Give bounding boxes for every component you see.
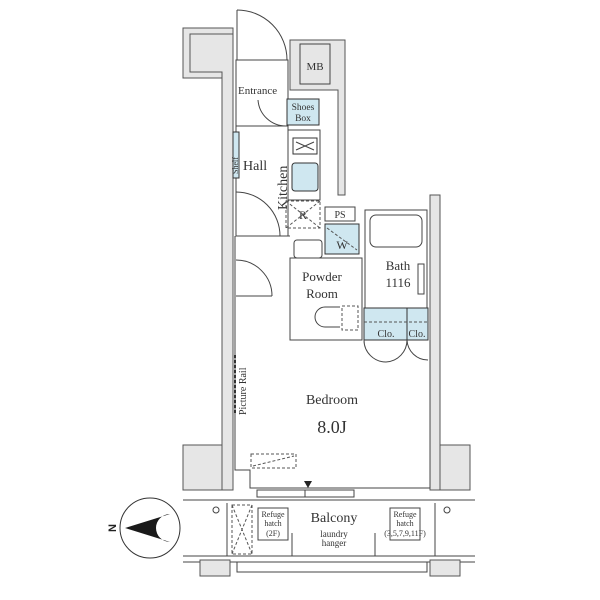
balcony bbox=[183, 499, 475, 577]
refuge-ladder-area bbox=[231, 504, 253, 555]
ps-label: PS bbox=[334, 210, 345, 221]
refrigerator bbox=[285, 200, 321, 229]
toilet-tank bbox=[341, 305, 359, 331]
laundry-hanger-label-1: laundry bbox=[320, 529, 348, 539]
bedroom-outline bbox=[234, 236, 431, 489]
washer-label: W bbox=[336, 238, 348, 252]
shelf-label: Shelf bbox=[231, 157, 240, 174]
powder-door-swing bbox=[235, 259, 273, 297]
entrance-label: Entrance bbox=[238, 85, 277, 97]
bedroom-label: Bedroom bbox=[306, 393, 358, 408]
aircon bbox=[250, 453, 297, 469]
closet-2 bbox=[406, 307, 429, 341]
compass-north-label: N bbox=[107, 524, 119, 532]
refuge-right-label-3: (3,5,7,9,11F) bbox=[384, 529, 426, 538]
entrance-door bbox=[236, 9, 288, 61]
shoes-box-label-1: Shoes bbox=[292, 103, 315, 113]
hall-door-swing bbox=[235, 191, 281, 237]
kitchen-counter bbox=[287, 129, 321, 201]
bathtub bbox=[369, 214, 423, 248]
compass-arrow-icon bbox=[125, 514, 170, 542]
mb-label: MB bbox=[306, 61, 323, 73]
bath-rail bbox=[417, 263, 425, 295]
inner-door-swing bbox=[257, 99, 287, 127]
meter-box bbox=[299, 43, 331, 85]
sink-icon bbox=[291, 162, 319, 192]
powder-room bbox=[289, 257, 363, 341]
picture-rail-label: Picture Rail bbox=[238, 367, 249, 415]
powder-room-label-2: Room bbox=[306, 286, 338, 301]
bath-size-label: 1116 bbox=[385, 275, 411, 290]
exterior-walls bbox=[182, 27, 471, 491]
hall-label: Hall bbox=[243, 159, 267, 174]
refrigerator-label: R bbox=[299, 208, 307, 222]
pipe-space bbox=[324, 206, 356, 222]
refuge-left-label-3: (2F) bbox=[266, 529, 280, 538]
laundry-hanger-label-2: hanger bbox=[322, 538, 347, 548]
shoes-box bbox=[286, 98, 320, 126]
refuge-hatch-upper-floors bbox=[389, 507, 421, 541]
refuge-hatch-2f bbox=[257, 507, 289, 541]
powder-room-label-1: Powder bbox=[302, 269, 342, 284]
closet-1-label: Clo. bbox=[378, 329, 395, 340]
bedroom-size-label: 8.0J bbox=[317, 417, 347, 437]
shelf bbox=[232, 131, 240, 179]
washer bbox=[324, 223, 360, 255]
refuge-right-label-1: Refuge bbox=[393, 510, 417, 519]
balcony-label: Balcony bbox=[311, 511, 358, 526]
refuge-right-label-2: hatch bbox=[396, 519, 413, 528]
entry-marker-icon bbox=[304, 481, 312, 488]
shoes-box-label-2: Box bbox=[295, 114, 311, 124]
north-compass: N bbox=[107, 497, 181, 559]
closet-doors bbox=[363, 339, 429, 363]
kitchen-label: Kitchen bbox=[276, 166, 291, 210]
toilet-icon bbox=[314, 306, 340, 328]
refuge-left-label-2: hatch bbox=[264, 519, 281, 528]
refuge-left-label-1: Refuge bbox=[261, 510, 285, 519]
closet-2-label: Clo. bbox=[409, 329, 426, 340]
washbasin bbox=[293, 239, 323, 259]
closet-1 bbox=[363, 307, 408, 341]
bath-label: Bath bbox=[386, 258, 411, 273]
